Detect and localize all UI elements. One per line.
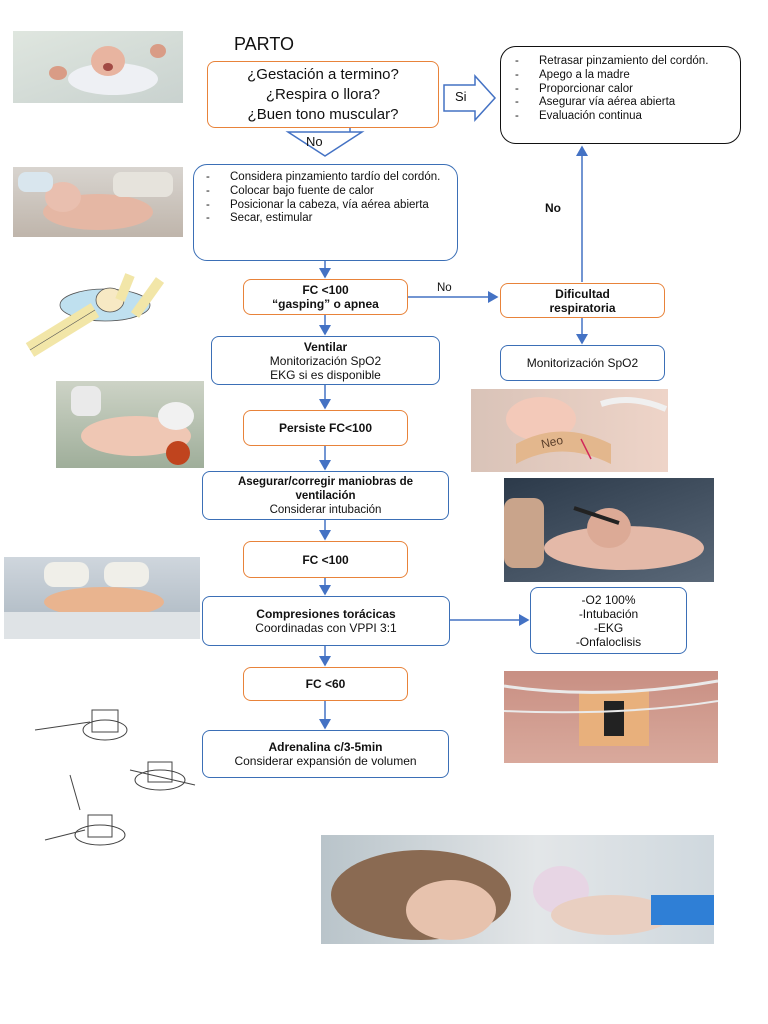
stethoscope-baby-photo [56,381,204,468]
compresiones-line: Coordinadas con VPPI 3:1 [255,621,397,635]
umbilical-cord-drawings [30,700,200,866]
compresiones-title: Compresiones torácicas [256,607,396,621]
head-position-drawing [25,270,175,358]
chest-compressions-photo [4,557,200,639]
initial-step-item: Secar, estimular [202,212,443,226]
advanced-item: -Onfaloclisis [575,634,642,649]
routine-care-item: Proporcionar calor [511,83,726,97]
fc100-box: FC <100 [243,541,408,578]
ventilar-line1: Monitorización SpO2 [269,353,382,368]
fc100-gasping-box: FC <100 “gasping” o apnea [243,279,408,315]
question-tone: ¿Buen tono muscular? [247,105,399,123]
baby-drying-photo [13,167,183,237]
fc100-gasping-line2: “gasping” o apnea [272,297,379,311]
asegurar-ventilacion-box: Asegurar/corregir maniobras de ventilaci… [202,471,449,520]
intubation-photo [504,478,714,582]
umbilical-catheter-photo [504,671,718,763]
initial-questions-box: ¿Gestación a termino? ¿Respira o llora? … [207,61,439,128]
adrenalina-box: Adrenalina c/3-5min Considerar expansión… [202,730,449,778]
advanced-item: -Intubación [578,606,639,621]
asegurar-title1: Asegurar/corregir maniobras de [237,475,414,488]
adrenalina-title: Adrenalina c/3-5min [268,740,383,754]
ventilar-box: Ventilar Monitorización SpO2 EKG si es d… [211,336,440,385]
fc100-gasping-line1: FC <100 [302,283,349,297]
initial-step-item: Colocar bajo fuente de calor [202,185,443,199]
question-breathing: ¿Respira o llora? [265,85,381,103]
routine-care-item: Evaluación continua [511,110,726,124]
advanced-item: -EKG [593,620,624,635]
asegurar-line: Considerar intubación [269,503,382,516]
pulse-oximeter-foot-photo: Neo [471,389,668,472]
question-term: ¿Gestación a termino? [247,65,399,83]
initial-steps-box: Considera pinzamiento tardío del cordón.… [193,164,458,261]
advanced-measures-box: -O2 100% -Intubación -EKG -Onfaloclisis [530,587,687,654]
advanced-item: -O2 100% [581,592,636,607]
asegurar-title2: ventilación [295,489,356,502]
no-block-arrow [285,120,365,157]
yes-label: Si [455,89,467,104]
dificultad-line1: Dificultad [555,286,610,301]
crying-baby-photo [13,31,183,103]
skin-to-skin-photo [321,835,714,944]
routine-care-item: Asegurar vía aérea abierta [511,96,726,110]
routine-care-item: Apego a la madre [511,69,726,83]
dificultad-line2: respiratoria [549,300,616,315]
dificultad-respiratoria-box: Dificultad respiratoria [500,283,665,318]
initial-step-item: Considera pinzamiento tardío del cordón. [202,171,443,185]
no-label: No [306,134,323,149]
yes-block-arrow [443,74,497,122]
persiste-fc100-box: Persiste FC<100 [243,410,408,446]
ventilar-line2: EKG si es disponible [270,367,381,382]
no-up-label: No [545,201,561,215]
ventilar-title: Ventilar [303,339,348,354]
routine-care-box: Retrasar pinzamiento del cordón. Apego a… [500,46,741,144]
fc60-box: FC <60 [243,667,408,701]
routine-care-item: Retrasar pinzamiento del cordón. [511,55,726,69]
adrenalina-line: Considerar expansión de volumen [234,754,417,768]
page-title: PARTO [234,34,295,54]
no-right-label: No [437,282,452,294]
initial-step-item: Posicionar la cabeza, vía aérea abierta [202,199,443,213]
monitorizacion-spo2-box: Monitorización SpO2 [500,345,665,381]
compresiones-box: Compresiones torácicas Coordinadas con V… [202,596,450,646]
